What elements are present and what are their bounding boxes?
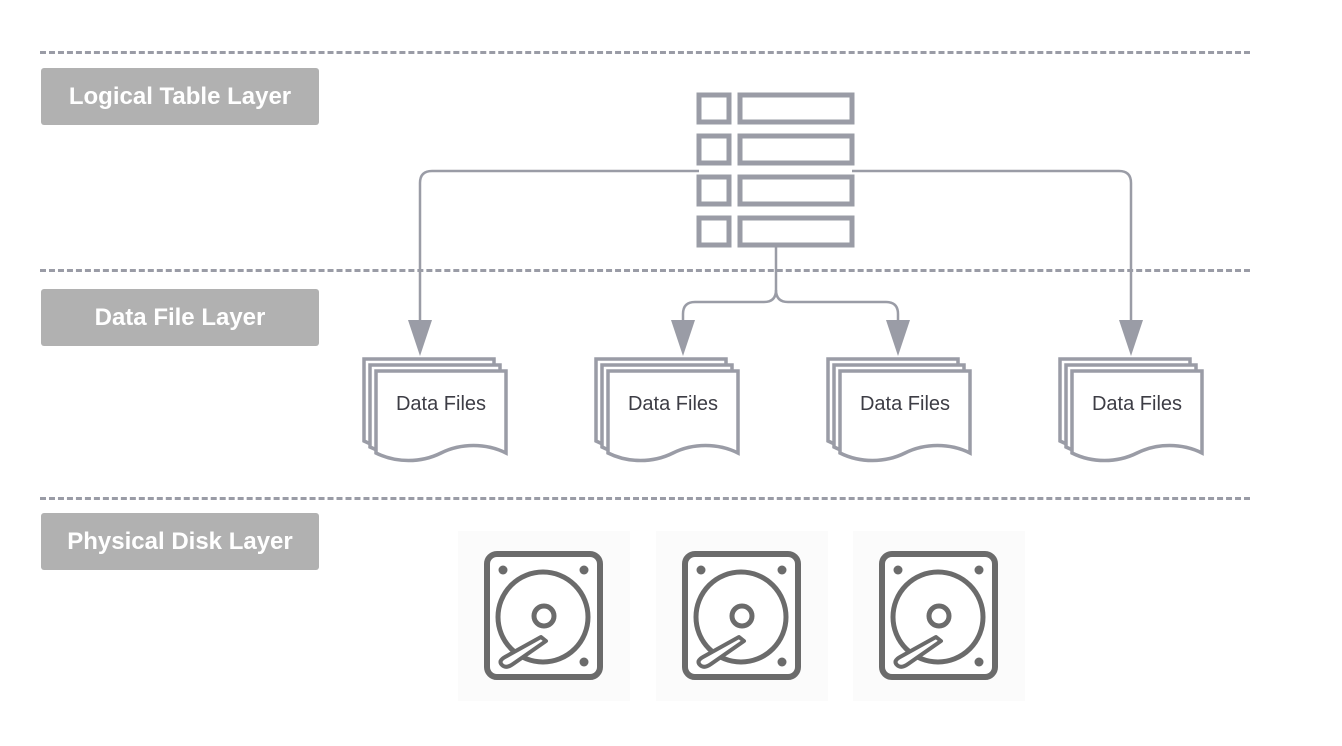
arrowhead-icon	[408, 320, 432, 356]
connector-to-file-4	[852, 169, 1133, 322]
table-icon	[696, 92, 855, 248]
arrowhead-icon	[1119, 320, 1143, 356]
physical-disk-layer-label: Physical Disk Layer	[41, 513, 319, 570]
hard-disk-icon	[458, 531, 630, 701]
arrowhead-icon	[671, 320, 695, 356]
connectors	[418, 169, 1133, 322]
data-files-label-4: Data Files	[1091, 393, 1183, 415]
arrowheads	[408, 320, 1143, 356]
layer-divider-middle	[40, 269, 1250, 272]
layer-divider-bottom	[40, 497, 1250, 500]
logical-table-layer-label: Logical Table Layer	[41, 68, 319, 125]
data-files-label-2: Data Files	[627, 393, 719, 415]
connector-to-file-1	[418, 169, 699, 322]
data-files-label-1: Data Files	[395, 393, 487, 415]
data-files-label-3: Data Files	[859, 393, 951, 415]
arrowhead-icon	[886, 320, 910, 356]
layer-divider-top	[40, 51, 1250, 54]
hard-disk-icon	[853, 531, 1025, 701]
connector-to-files-2-3	[681, 247, 778, 322]
hard-disk-icon	[656, 531, 828, 701]
data-file-layer-label: Data File Layer	[41, 289, 319, 346]
